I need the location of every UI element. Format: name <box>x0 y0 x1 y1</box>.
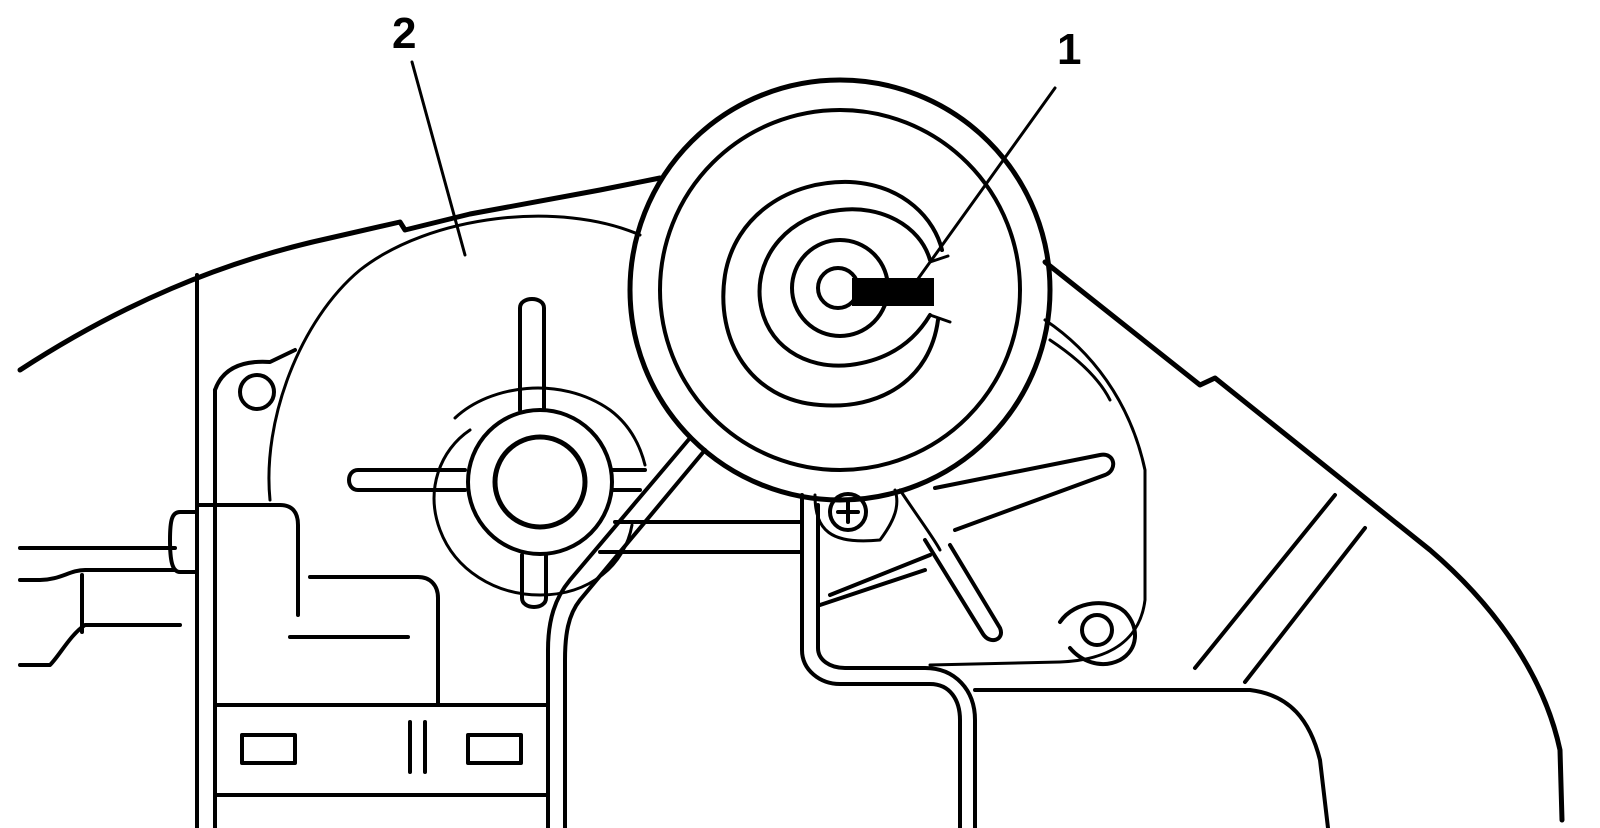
callout-label-2: 2 <box>392 9 417 58</box>
impeller-arm-lower <box>923 538 1003 643</box>
hub-spoke-bottom <box>520 553 548 609</box>
impeller-body <box>898 488 942 552</box>
flange-left <box>213 348 297 392</box>
motor-spiral-inner <box>757 207 932 368</box>
module-block <box>195 503 300 617</box>
pipe-lower <box>18 568 177 582</box>
impeller-arm-upper <box>933 452 1116 532</box>
blower-housing-dome <box>267 214 642 502</box>
hub-spoke-top <box>518 297 546 412</box>
module-step <box>308 575 440 707</box>
housing-right-contour <box>1042 259 1565 823</box>
screw-head <box>828 492 868 532</box>
housing-outer-contour <box>17 175 663 373</box>
hub-spoke-left <box>347 468 467 492</box>
duct-vertical-left <box>800 493 962 828</box>
leader-line-1 <box>908 86 1057 292</box>
connector-cap <box>168 510 199 574</box>
hub-spoke-right <box>610 468 647 492</box>
blower-hub-ring <box>466 408 614 556</box>
motor-spiral-outer <box>721 179 944 408</box>
pipe-bracket <box>18 623 182 667</box>
hatch-line-1 <box>1193 493 1337 670</box>
blower-hub-outer-top <box>453 386 647 467</box>
connector-slot-right <box>466 733 523 765</box>
motor-shaft-key <box>852 278 934 306</box>
duct-diagonal-outer <box>546 436 692 828</box>
mounting-hole-left <box>238 373 276 411</box>
connector-slot-left <box>240 733 297 765</box>
housing-inner-right <box>1048 338 1112 402</box>
leader-line-2 <box>410 60 467 257</box>
flange-right <box>1058 601 1138 667</box>
blower-hub-center <box>492 434 588 530</box>
screw-slot <box>836 500 860 524</box>
callout-label-1: 1 <box>1057 25 1082 74</box>
impeller-arm-left <box>818 553 932 607</box>
duct-vertical-right <box>816 503 977 828</box>
blower-housing-right <box>928 318 1147 667</box>
mounting-hole-right <box>1080 613 1114 647</box>
hatch-line-2 <box>1243 526 1367 684</box>
duct-diagonal-inner <box>563 448 707 828</box>
motor-outer-ring <box>627 77 1053 503</box>
motor-second-ring <box>658 108 1022 472</box>
housing-lower-right <box>973 688 1330 828</box>
motor-notch <box>928 254 952 324</box>
